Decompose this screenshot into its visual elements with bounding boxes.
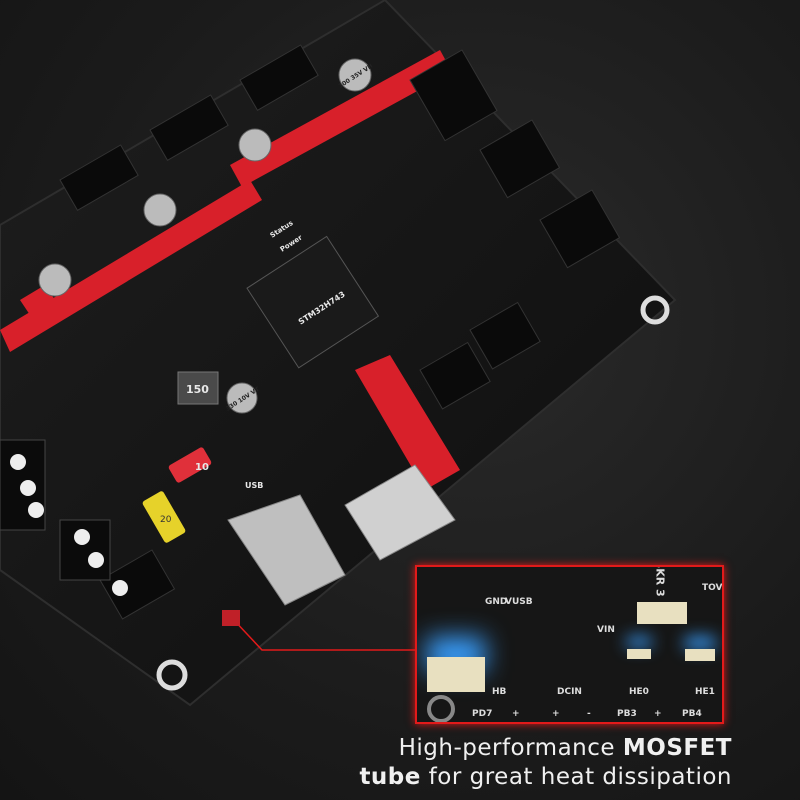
terminal-screws [10, 454, 128, 596]
vin-label: VIN [597, 625, 615, 635]
mosfet-pad-3 [685, 649, 715, 661]
fuse-red [168, 447, 212, 483]
mosfet-pad-2 [627, 649, 651, 659]
mosfet-pad-1 [427, 657, 485, 692]
inductor-label: 150 [186, 383, 209, 396]
plus-label: + [512, 709, 520, 719]
dcin-label: DCIN [557, 687, 582, 697]
pd7-label: PD7 [472, 709, 493, 719]
mcu-chip: STM32H743 [246, 235, 380, 369]
connectors [59, 44, 621, 620]
fuse-yellow [142, 491, 186, 543]
driver-headers [0, 50, 460, 490]
inductor [177, 371, 219, 405]
vusb-label: VUSB [505, 597, 533, 607]
caption-bold: tube [359, 764, 421, 790]
board-name: SKR 3 [653, 565, 667, 597]
he0-label: HE0 [629, 687, 649, 697]
usb-label: USB [245, 481, 263, 490]
tov-label: TOV [702, 583, 723, 593]
mounting-hole [427, 695, 455, 722]
he1-label: HE1 [695, 687, 715, 697]
minus-label: - [587, 709, 591, 719]
caption-bold: MOSFET [622, 735, 732, 761]
mosfet-closeup-inset: SKR 3 GND VUSB VIN TOV HB DCIN HE0 HE1 P… [415, 565, 724, 724]
pb4-label: PB4 [682, 709, 702, 719]
plus-label: + [552, 709, 560, 719]
plus-label: + [654, 709, 662, 719]
chip-pad [637, 602, 687, 624]
caption-text: High-performance [398, 735, 623, 761]
fuse-yellow-label: 20 [160, 515, 172, 525]
mosfet-chip [222, 610, 240, 626]
caption-text: for great heat dissipation [420, 764, 732, 790]
caption-line-1: High-performance MOSFET [399, 735, 732, 761]
mounting-holes [156, 295, 670, 691]
gnd-label: GND [485, 597, 508, 607]
capacitors [38, 58, 372, 414]
usb-port [227, 494, 346, 606]
sd-slot [344, 464, 456, 561]
fuse-red-label: 10 [195, 462, 209, 473]
callout-line [231, 617, 415, 651]
hb-label: HB [492, 687, 507, 697]
pb3-label: PB3 [617, 709, 637, 719]
caption-line-2: tube for great heat dissipation [359, 764, 732, 790]
